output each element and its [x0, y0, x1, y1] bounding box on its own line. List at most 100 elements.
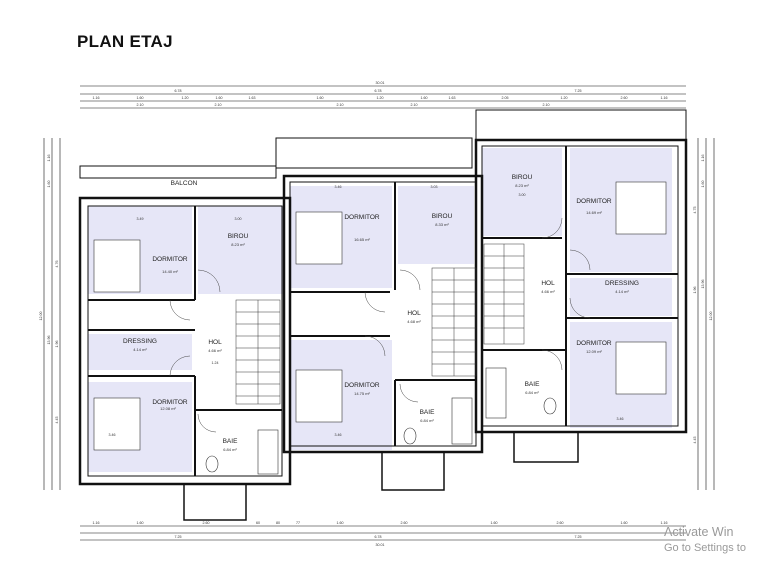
dim-left-vertical: 12.00 — [39, 312, 43, 321]
bottom-dimension-lines — [80, 525, 686, 541]
dim-top-chain: 1.63 — [449, 96, 456, 100]
dim-right-vertical: 4.75 — [693, 207, 697, 214]
room-area: 14.75 m² — [354, 391, 370, 396]
bathroom-fixtures — [205, 367, 557, 475]
room-area: 4.66 m² — [541, 289, 555, 294]
dim-bottom-overall: 6.78 — [375, 535, 382, 539]
dim-top-chain: 1.16 — [93, 96, 100, 100]
room-area: 12.08 m² — [160, 406, 176, 411]
dim-top-total: 30.01 — [376, 81, 385, 85]
dim-bottom-chain: 60 — [256, 521, 260, 525]
left-dimension-lines — [43, 138, 61, 490]
dim-top-chain: 2.05 — [502, 96, 509, 100]
dim-left-vertical: 4.45 — [55, 417, 59, 424]
room-name-birou: BIROU — [228, 233, 249, 240]
room-name-hol: HOL — [407, 310, 421, 317]
dim-interior: 3.46 — [335, 185, 342, 189]
room-name-baie: BAIE — [420, 409, 435, 416]
dim-interior: 3.49 — [137, 217, 144, 221]
dim-top-chain: 1.60 — [421, 96, 428, 100]
room-area: 14.69 m² — [586, 210, 602, 215]
dim-bottom-chain: 1.16 — [661, 521, 668, 525]
room-area: 16.65 m² — [354, 237, 370, 242]
plan-title: PLAN ETAJ — [77, 32, 173, 51]
dim-right-vertical: 1.96 — [693, 287, 697, 294]
dim-top-overall: 7.25 — [575, 89, 582, 93]
dim-top-overall: 6.78 — [175, 89, 182, 93]
dim-top-chain: 1.60 — [317, 96, 324, 100]
right-dimension-lines — [697, 138, 715, 490]
room-area: 4.14 m² — [133, 347, 147, 352]
dim-top-chain: 1.20 — [377, 96, 384, 100]
dim-left-vertical: 1.60 — [47, 181, 51, 188]
room-name-dormitor: DORMITOR — [152, 256, 188, 263]
dimension-labels: 30.01 6.78 6.78 7.25 1.16 1.60 1.20 1.60… — [39, 81, 713, 547]
dim-top-chain: 1.60 — [137, 96, 144, 100]
walls — [78, 109, 688, 521]
dim-bottom-total: 30.01 — [376, 543, 385, 547]
dim-top-chain: 2.60 — [621, 96, 628, 100]
room-area: 14.40 m² — [162, 269, 178, 274]
room-area: 4.14 m² — [615, 289, 629, 294]
dim-top-room: 2.10 — [337, 103, 344, 107]
dim-right-vertical: 4.45 — [693, 437, 697, 444]
door-swings — [169, 217, 591, 433]
beds — [93, 181, 667, 451]
dim-bottom-chain: 1.60 — [491, 521, 498, 525]
dim-left-vertical: 13.96 — [47, 336, 51, 345]
dim-bottom-chain: 1.60 — [337, 521, 344, 525]
room-name-birou: BIROU — [512, 174, 533, 181]
dim-bottom-chain: 2.60 — [401, 521, 408, 525]
room-name-hol: HOL — [541, 280, 555, 287]
dim-top-chain: 1.60 — [216, 96, 223, 100]
room-name-dormitor: DORMITOR — [576, 198, 612, 205]
dim-bottom-chain: 1.16 — [93, 521, 100, 525]
room-area: 4.66 m² — [208, 348, 222, 353]
dim-top-chain: 1.20 — [561, 96, 568, 100]
room-name-dormitor: DORMITOR — [152, 399, 188, 406]
dim-right-vertical: 13.96 — [701, 280, 705, 289]
dim-top-room: 2.10 — [215, 103, 222, 107]
dim-right-vertical: 12.00 — [709, 312, 713, 321]
dim-interior: 3.46 — [335, 433, 342, 437]
dim-top-chain: 1.20 — [182, 96, 189, 100]
dim-left-vertical: 1.96 — [55, 341, 59, 348]
room-area: 8.23 m² — [515, 183, 529, 188]
room-area: 6.84 m² — [525, 390, 539, 395]
dim-left-vertical: 1.16 — [47, 155, 51, 162]
room-labels: BALCON BIROU 8.23 m² DORMITOR 14.40 m² D… — [123, 174, 639, 452]
dim-interior: 1.24 — [212, 361, 219, 365]
dim-interior: 3.46 — [109, 433, 116, 437]
dim-bottom-overall: 7.25 — [175, 535, 182, 539]
dim-bottom-overall: 7.25 — [575, 535, 582, 539]
room-area: 4.68 m² — [407, 319, 421, 324]
dim-top-chain: 1.63 — [249, 96, 256, 100]
room-area: 8.23 m² — [231, 242, 245, 247]
room-area: 6.84 m² — [223, 447, 237, 452]
room-name-dormitor: DORMITOR — [344, 382, 380, 389]
room-area: 6.84 m² — [420, 418, 434, 423]
room-name-baie: BAIE — [525, 381, 540, 388]
dim-right-vertical: 1.60 — [701, 181, 705, 188]
room-name-hol: HOL — [208, 339, 222, 346]
dim-top-room: 2.10 — [137, 103, 144, 107]
room-name-balcon: BALCON — [171, 180, 198, 187]
watermark-line-1: Activate Win — [664, 525, 734, 539]
dim-interior: 3.46 — [617, 417, 624, 421]
staircases — [235, 243, 525, 405]
room-area: 12.09 m² — [586, 349, 602, 354]
room-name-dressing: DRESSING — [123, 338, 157, 345]
dim-bottom-chain: 80 — [276, 521, 280, 525]
top-dimension-lines — [80, 85, 686, 109]
activation-watermark: Activate Win Go to Settings to — [664, 524, 746, 556]
dim-bottom-chain: 1.60 — [137, 521, 144, 525]
dim-top-overall: 6.78 — [375, 89, 382, 93]
dim-bottom-chain: 1.60 — [621, 521, 628, 525]
dim-top-room: 2.10 — [411, 103, 418, 107]
dim-top-chain: 1.16 — [661, 96, 668, 100]
room-name-dormitor: DORMITOR — [576, 340, 612, 347]
room-area: 8.33 m² — [435, 222, 449, 227]
dim-left-vertical: 4.76 — [55, 261, 59, 268]
dim-interior: 3.00 — [519, 193, 526, 197]
